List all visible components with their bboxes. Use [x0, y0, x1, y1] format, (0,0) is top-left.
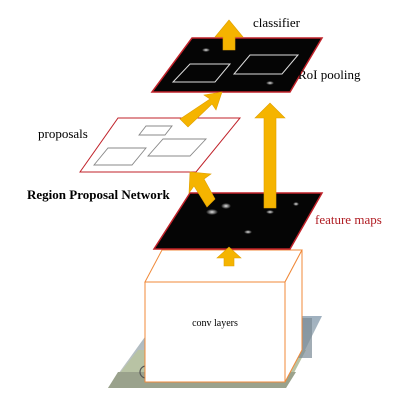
activation-spot — [293, 202, 299, 206]
proposal-box — [138, 125, 173, 136]
roi-box — [171, 63, 232, 83]
arrow-diagonal-icon — [179, 91, 223, 128]
activation-spot — [206, 209, 218, 215]
roi-pooling-label: RoI pooling — [298, 67, 361, 82]
activation-spot — [244, 230, 252, 234]
proposals-label: proposals — [38, 126, 88, 141]
classifier-label: classifier — [253, 15, 301, 30]
roi-box — [232, 54, 300, 75]
arrow-up-icon — [254, 102, 286, 209]
activation-spot — [221, 203, 231, 209]
feature-maps-plane — [152, 192, 324, 250]
activation-spot — [266, 81, 274, 85]
activation-spot — [266, 210, 274, 214]
arrow-up-icon — [216, 246, 242, 267]
proposal-box — [93, 147, 147, 166]
proposals-plane — [79, 117, 242, 173]
rpn-label: Region Proposal Network — [27, 187, 171, 202]
arrow-up-icon — [214, 19, 244, 51]
arrow-diagonal-icon — [188, 171, 216, 208]
proposal-box — [147, 138, 208, 157]
conv-layers-box — [144, 249, 303, 383]
feature-maps-label: feature maps — [315, 212, 382, 227]
conv-layers-label: conv layers — [192, 318, 238, 329]
activation-spot — [202, 48, 210, 52]
roi-pooling-plane — [150, 37, 324, 93]
